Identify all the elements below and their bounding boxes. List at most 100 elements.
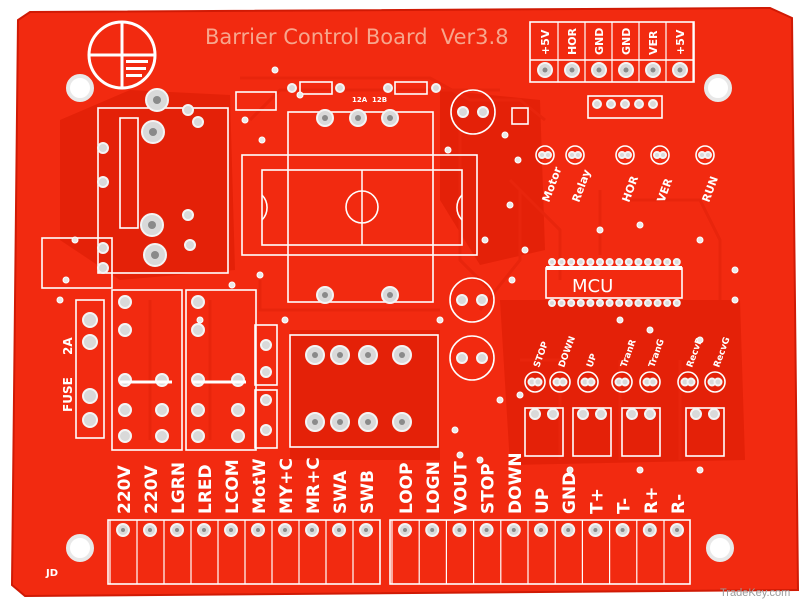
vias: [56, 66, 739, 474]
input-led-outline: [611, 371, 633, 393]
top-header-label-2: GND: [593, 28, 606, 55]
mcu-pin: [557, 299, 566, 307]
terminal-pin-hole: [457, 528, 462, 532]
terminal-pin-hole: [310, 528, 314, 532]
board-title: Barrier Control Board Ver3.8: [205, 25, 509, 49]
terminal-pin-hole: [364, 528, 368, 532]
via: [436, 316, 444, 324]
right_terminals-label-0: LOOP: [397, 462, 417, 514]
input-led-pad: [648, 377, 658, 387]
input-led-outline: [577, 371, 599, 393]
led-pad: [544, 151, 552, 159]
terminal-pin-hole: [121, 528, 125, 532]
led-pad: [659, 151, 667, 159]
via: [56, 296, 64, 304]
mcu-pin: [634, 299, 643, 307]
input-led-outline: [549, 371, 571, 393]
via: [444, 146, 452, 154]
mcu-pin: [586, 258, 595, 266]
via: [508, 276, 516, 284]
via: [451, 426, 459, 434]
mcu-pin: [644, 258, 652, 266]
via: [258, 136, 266, 144]
company-logo: [87, 20, 157, 90]
via: [636, 221, 644, 229]
sensor-connector-blocks: [524, 407, 725, 457]
input-label-2: UP: [585, 352, 599, 369]
via: [496, 396, 504, 404]
via: [521, 246, 529, 254]
capacitor-footprints: [449, 89, 529, 381]
led-outline: [535, 145, 555, 165]
mcu-pin: [634, 258, 643, 266]
middle-relay-footprint: [289, 334, 439, 448]
relay-footprint: [41, 88, 229, 289]
left_terminals-label-2: LGRN: [169, 462, 189, 514]
mcu-pin: [576, 258, 585, 266]
terminal-pin-hole: [148, 528, 152, 532]
input-led-outline: [639, 371, 661, 393]
mcu-pin: [663, 299, 672, 307]
left_terminals-label-4: LCOM: [223, 459, 243, 514]
terminal-pin-hole: [337, 528, 341, 532]
input-led-pad: [586, 377, 596, 387]
mcu-pin: [615, 258, 624, 266]
terminal-pin-hole: [484, 528, 489, 532]
led-outline: [615, 145, 635, 165]
watermark: TradeKey.com: [720, 587, 790, 599]
input-led-pad: [533, 377, 543, 387]
input-led-pad: [713, 377, 723, 387]
left_terminals-label-8: SWA: [331, 470, 351, 514]
via: [506, 201, 514, 209]
via: [271, 66, 279, 74]
top-header-pin-hole: [623, 67, 629, 73]
top-header-label-5: +5V: [674, 29, 687, 55]
top-header-pin-hole: [542, 67, 548, 73]
terminal-block-outlines: [107, 519, 691, 585]
via: [616, 316, 624, 324]
via: [62, 276, 70, 284]
mcu-pin: [548, 299, 556, 307]
via: [481, 236, 489, 244]
left_terminals-label-5: MotW: [250, 458, 270, 514]
terminal-pin-hole: [229, 528, 233, 532]
terminal-pin-hole: [430, 528, 435, 532]
via: [596, 226, 604, 234]
right_terminals-label-4: DOWN: [506, 452, 526, 514]
input-led-pad: [686, 377, 696, 387]
mcu-label: MCU: [572, 276, 613, 297]
right_terminals-label-3: STOP: [479, 463, 499, 514]
via: [696, 236, 704, 244]
via: [636, 466, 644, 474]
left_terminals-label-9: SWB: [358, 470, 378, 514]
terminal-pin-hole: [283, 528, 287, 532]
mcu-pin: [615, 299, 624, 307]
fuse-holder: [75, 299, 105, 439]
via: [566, 466, 574, 474]
terminal-pin-hole: [675, 528, 679, 532]
led-pad: [624, 151, 632, 159]
mcu-pin: [557, 258, 566, 266]
resistor-footprints: [235, 81, 663, 119]
right_terminals-label-6: GND: [560, 472, 580, 514]
input-led-pad: [620, 377, 630, 387]
top-header-pin-hole: [569, 67, 575, 73]
left_terminals-label-7: MR+C: [304, 457, 324, 514]
right_terminals-label-10: R-: [669, 494, 689, 514]
terminal-pin-hole: [202, 528, 206, 532]
left_terminals-label-1: 220V: [142, 465, 162, 514]
via: [731, 266, 739, 274]
mcu-pin: [576, 299, 585, 307]
mcu-pin: [567, 299, 576, 307]
input-led-outline: [677, 371, 699, 393]
led-outline: [565, 145, 585, 165]
mounting-holes: [66, 74, 734, 562]
mcu-pin: [605, 258, 614, 266]
mcu-pin: [596, 258, 604, 266]
terminal-pin-hole: [403, 528, 407, 532]
input-led-outline: [704, 371, 726, 393]
right_terminals-label-2: VOUT: [451, 461, 471, 514]
terminal-pin-hole: [647, 528, 652, 532]
